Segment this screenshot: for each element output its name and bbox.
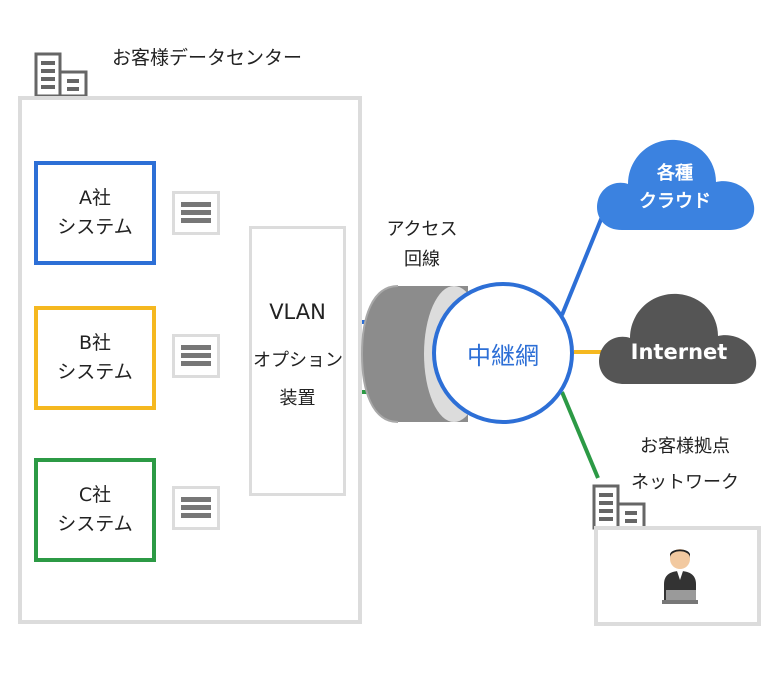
internet-cloud-icon (599, 293, 757, 384)
server-b (172, 334, 220, 378)
server-a (172, 191, 220, 235)
system-a-label: システム (57, 216, 133, 238)
link-relay-site (560, 391, 600, 479)
system-c-company: C社 (78, 484, 112, 506)
system-c-label: システム (57, 513, 133, 535)
site-building-icon (592, 484, 648, 536)
relay-network-node: 中継網 (432, 282, 574, 424)
site-title-line1: お客様拠点 (640, 436, 730, 457)
system-b-label: システム (57, 361, 133, 383)
server-icon (181, 497, 211, 518)
user-at-desk-icon (662, 549, 698, 604)
server-icon (181, 345, 211, 366)
vlan-label-line1: VLAN (269, 300, 326, 324)
site-title-line2: ネットワーク (631, 472, 739, 493)
datacenter-title: お客様データセンター (112, 47, 303, 69)
access-line-label-2: 回線 (404, 249, 440, 270)
cloud-services-icon (597, 139, 755, 230)
cloud-services-line1: 各種 (657, 163, 693, 184)
access-line-label-1: アクセス (386, 219, 458, 240)
datacenter-building-icon (34, 52, 90, 104)
server-icon (181, 202, 211, 223)
link-relay-cloud (560, 211, 606, 316)
vlan-device-box (249, 226, 346, 496)
system-a-company: A社 (79, 187, 111, 209)
cloud-services-label: 各種 クラウド (612, 160, 738, 216)
access-line-label: アクセス 回線 (372, 215, 472, 275)
server-c (172, 486, 220, 530)
system-c-box: C社 システム (34, 458, 156, 562)
vlan-label-line2: オプション (253, 350, 343, 371)
relay-network-label: 中継網 (467, 341, 539, 370)
internet-label: Internet (630, 340, 728, 364)
cloud-services-line2: クラウド (639, 191, 711, 212)
system-a-box: A社 システム (34, 161, 156, 265)
vlan-label-line3: 装置 (279, 388, 316, 409)
system-b-company: B社 (78, 332, 112, 354)
system-b-box: B社 システム (34, 306, 156, 410)
